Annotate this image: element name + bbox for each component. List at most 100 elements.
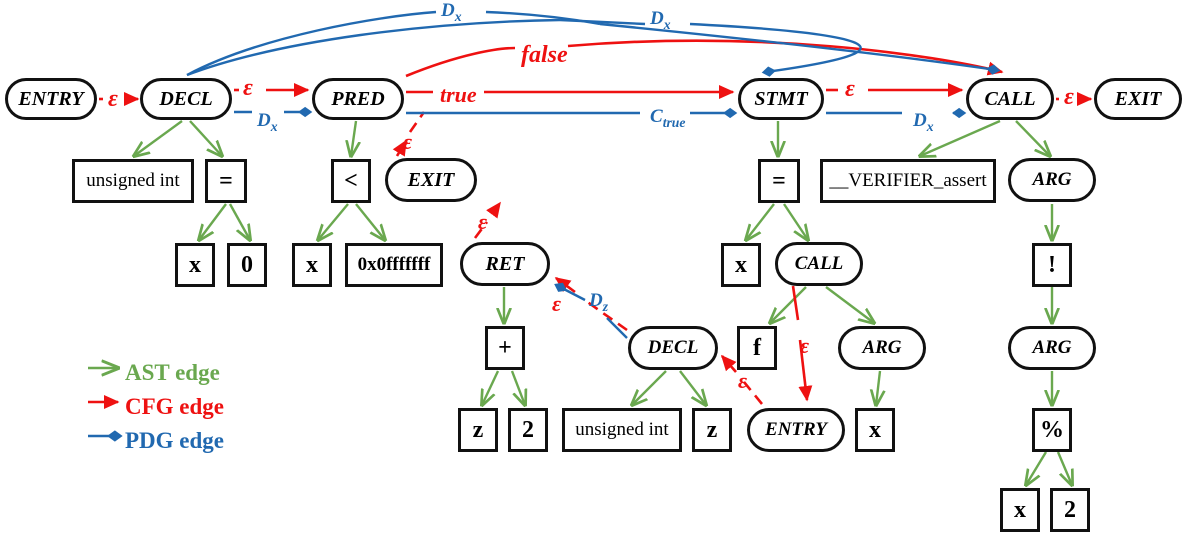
graph-node-mod[interactable]: % bbox=[1032, 408, 1072, 452]
graph-node-entry[interactable]: ENTRY bbox=[5, 78, 97, 120]
node-label: x bbox=[189, 251, 201, 278]
graph-node-verifier[interactable]: __VERIFIER_assert bbox=[820, 159, 996, 203]
graph-node-x5[interactable]: x bbox=[1000, 488, 1040, 532]
node-label: f bbox=[753, 334, 761, 361]
node-label: EXIT bbox=[407, 168, 455, 191]
edge-label-text: D bbox=[650, 8, 664, 29]
graph-node-decl[interactable]: DECL bbox=[140, 78, 232, 120]
edge-label-subscript: x bbox=[454, 8, 462, 24]
edge-label-text: ε bbox=[845, 76, 855, 102]
graph-node-z2[interactable]: z bbox=[692, 408, 732, 452]
graph-node-call_mid[interactable]: CALL bbox=[775, 242, 863, 286]
node-label: ENTRY bbox=[18, 87, 84, 110]
graph-node-assign2[interactable]: = bbox=[758, 159, 800, 203]
node-label: CALL bbox=[794, 253, 844, 274]
node-label: 2 bbox=[1064, 496, 1076, 523]
edge-label-subscript: x bbox=[270, 118, 278, 134]
edge-label-eps_decl2_ret: ε bbox=[552, 291, 561, 317]
edge-label-text: ε bbox=[800, 333, 810, 358]
node-label: STMT bbox=[754, 87, 808, 110]
node-label: < bbox=[344, 167, 358, 194]
node-label: RET bbox=[485, 252, 525, 275]
node-label: ENTRY bbox=[765, 419, 827, 440]
graph-node-hexconst[interactable]: 0x0fffffff bbox=[345, 243, 443, 287]
edge-label-text: ε bbox=[1064, 84, 1074, 110]
edge-label-text: D bbox=[589, 290, 603, 311]
legend-pdg: PDG edge bbox=[125, 428, 225, 453]
edge-label-eps_entry_decl: ε bbox=[108, 86, 118, 113]
graph-node-arg3[interactable]: ARG bbox=[1008, 326, 1096, 370]
node-label: CALL bbox=[984, 87, 1036, 110]
node-label: unsigned int bbox=[86, 170, 180, 191]
edge-label-text: false bbox=[521, 42, 568, 68]
graph-node-x2[interactable]: x bbox=[292, 243, 332, 287]
node-label: x bbox=[869, 416, 881, 443]
edge-label-text: ε bbox=[738, 368, 748, 393]
edge-label-eps_call_exit: ε bbox=[1064, 84, 1074, 111]
graph-node-ret[interactable]: RET bbox=[460, 242, 550, 286]
node-label: x bbox=[306, 251, 318, 278]
node-label: 0 bbox=[241, 251, 253, 278]
node-label: ARG bbox=[862, 337, 902, 358]
edge-label-text: D bbox=[913, 110, 927, 131]
node-label: EXIT bbox=[1114, 87, 1162, 110]
node-label: ARG bbox=[1032, 169, 1072, 190]
edge-label-subscript: true bbox=[662, 114, 686, 130]
graph-node-exit_mid[interactable]: EXIT bbox=[385, 158, 477, 202]
edge-label-text: ε bbox=[243, 75, 253, 101]
graph-node-x1[interactable]: x bbox=[175, 243, 215, 287]
node-label: ARG bbox=[1032, 337, 1072, 358]
edge-label-text: ε bbox=[552, 291, 562, 316]
graph-node-x4[interactable]: x bbox=[855, 408, 895, 452]
graph-node-arg1[interactable]: ARG bbox=[1008, 158, 1096, 202]
edge-label-text: ε bbox=[403, 129, 413, 154]
graph-node-zero[interactable]: 0 bbox=[227, 243, 267, 287]
graph-node-unsigned1[interactable]: unsigned int bbox=[72, 159, 194, 203]
graph-node-two1[interactable]: 2 bbox=[508, 408, 548, 452]
graph-node-lt[interactable]: < bbox=[331, 159, 371, 203]
node-label: z bbox=[706, 416, 718, 443]
edge-label-text: C bbox=[650, 106, 663, 127]
node-label: = bbox=[219, 167, 233, 194]
graph-node-assign1[interactable]: = bbox=[205, 159, 247, 203]
graph-node-z1[interactable]: z bbox=[458, 408, 498, 452]
graph-node-fident[interactable]: f bbox=[737, 326, 777, 370]
graph-node-decl2[interactable]: DECL bbox=[628, 326, 718, 370]
node-label: = bbox=[772, 167, 786, 194]
graph-node-two2[interactable]: 2 bbox=[1050, 488, 1090, 532]
node-label: + bbox=[498, 334, 512, 361]
legend-cfg: CFG edge bbox=[125, 394, 225, 419]
edge-label-false_pred_call: false bbox=[521, 42, 568, 69]
edge-label-dz_decl2_ret: Dz bbox=[589, 290, 608, 315]
pdg-edges bbox=[186, 10, 1001, 339]
graph-node-exit_top[interactable]: EXIT bbox=[1094, 78, 1182, 120]
graph-node-stmt[interactable]: STMT bbox=[738, 78, 824, 120]
edge-label-ctrue_pred_stmt: Ctrue bbox=[650, 106, 685, 131]
graph-node-x3[interactable]: x bbox=[721, 243, 761, 287]
node-label: x bbox=[735, 251, 747, 278]
graph-node-plus[interactable]: + bbox=[485, 326, 525, 370]
edge-label-text: true bbox=[440, 82, 477, 107]
node-label: __VERIFIER_assert bbox=[829, 170, 987, 191]
edge-label-eps_decl_pred: ε bbox=[243, 75, 253, 102]
graph-node-arg2[interactable]: ARG bbox=[838, 326, 926, 370]
legend-arrows bbox=[88, 368, 123, 442]
graph-node-notop[interactable]: ! bbox=[1032, 243, 1072, 287]
graph-node-call_top[interactable]: CALL bbox=[966, 78, 1054, 120]
graph-node-unsigned2[interactable]: unsigned int bbox=[562, 408, 682, 452]
edge-label-text: ε bbox=[108, 86, 118, 112]
graph-node-pred[interactable]: PRED bbox=[312, 78, 404, 120]
node-label: unsigned int bbox=[575, 419, 669, 440]
graph-node-entry2[interactable]: ENTRY bbox=[747, 408, 845, 452]
edge-label-subscript: x bbox=[926, 118, 934, 134]
node-label: x bbox=[1014, 496, 1026, 523]
node-label: % bbox=[1040, 416, 1064, 443]
node-label: ! bbox=[1048, 251, 1056, 278]
node-label: 0x0fffffff bbox=[357, 254, 431, 275]
node-label: PRED bbox=[331, 87, 385, 110]
node-label: 2 bbox=[522, 416, 534, 443]
edge-label-dx_top_right: Dx bbox=[650, 8, 671, 33]
edge-label-eps_callmid_entry2: ε bbox=[800, 333, 809, 359]
